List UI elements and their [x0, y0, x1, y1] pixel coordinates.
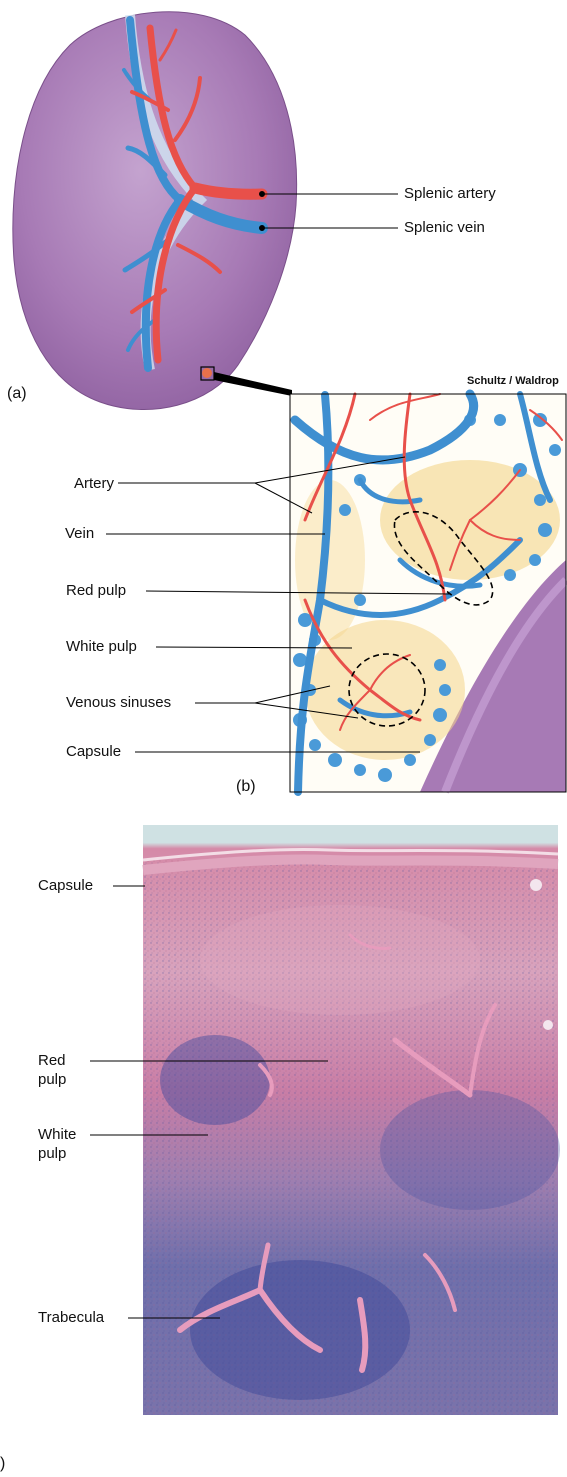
label-red-pulp-c-line1: Red	[38, 1052, 66, 1069]
label-white-pulp: White pulp	[66, 638, 137, 655]
label-red-pulp: Red pulp	[66, 582, 126, 599]
label-trabecula: Trabecula	[38, 1309, 104, 1326]
label-venous-sinuses: Venous sinuses	[66, 694, 171, 711]
panel-b-letter: (b)	[236, 778, 256, 795]
panel-c-letter: )	[0, 1455, 5, 1472]
label-white-pulp-c-line2: pulp	[38, 1145, 66, 1162]
label-capsule-c: Capsule	[38, 877, 93, 894]
illustrator-credit: Schultz / Waldrop	[467, 375, 559, 387]
label-splenic-artery: Splenic artery	[404, 185, 496, 202]
label-white-pulp-c-line1: White	[38, 1126, 76, 1143]
spleen-gross-illustration	[13, 12, 297, 410]
spleen-micrograph	[143, 825, 560, 1415]
label-splenic-vein: Splenic vein	[404, 219, 485, 236]
label-red-pulp-c-line2: pulp	[38, 1071, 66, 1088]
label-capsule-b: Capsule	[66, 743, 121, 760]
label-vein: Vein	[65, 525, 94, 542]
label-artery: Artery	[74, 475, 114, 492]
panel-a-letter: (a)	[7, 385, 27, 402]
